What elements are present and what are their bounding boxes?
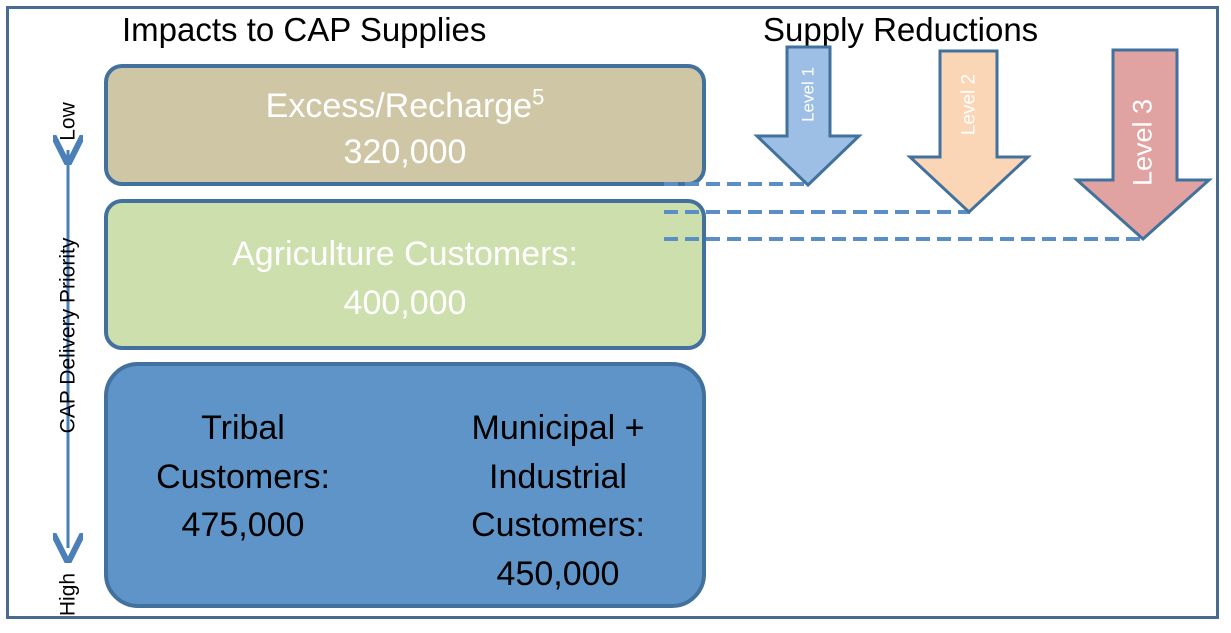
agriculture-label: Agriculture Customers: [232,235,578,273]
tribal-group: Tribal Customers: 475,000 [128,404,358,550]
tribal-municipal-box: Tribal Customers: 475,000 Municipal + In… [104,362,706,608]
diagram-frame [6,6,1219,619]
reductions-heading: Supply Reductions [763,11,1039,48]
level-2-arrow [906,49,1032,215]
excess-recharge-box: Excess/Recharge5 320,000 [104,64,706,186]
municipal-group: Municipal + Industrial Customers: 450,00… [438,404,678,598]
level-3-arrow [1073,48,1213,242]
impacts-heading: Impacts to CAP Supplies [122,11,487,48]
excess-label: Excess/Recharge [265,87,533,125]
level-1-label: Level 1 [798,67,818,122]
municipal-value: 450,000 [496,554,620,593]
excess-value: 320,000 [343,133,467,171]
municipal-line3: Customers: [471,506,645,545]
tribal-line2: Customers: [156,457,330,496]
level-2-label: Level 2 [958,73,980,136]
agriculture-value: 400,000 [343,284,467,322]
level-1-arrow [753,45,863,188]
level-3-label: Level 3 [1127,98,1158,187]
agriculture-box: Agriculture Customers: 400,000 [104,199,706,350]
excess-footnote: 5 [532,84,545,110]
tribal-line1: Tribal [201,409,285,447]
excess-label-line: Excess/Recharge5 [108,84,702,130]
tribal-value: 475,000 [181,506,305,545]
municipal-line1: Municipal + [471,409,645,447]
municipal-line2: Industrial [489,457,627,496]
